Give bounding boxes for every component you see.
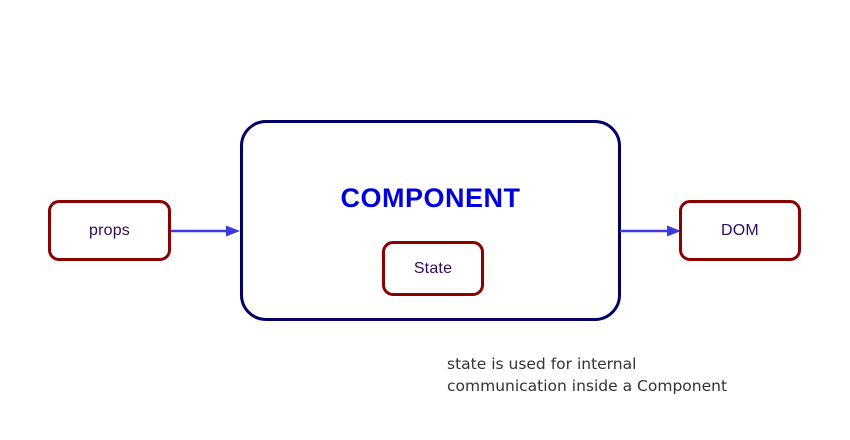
node-props[interactable]: props [48,200,171,261]
diagram-caption: state is used for internal communication… [447,355,728,395]
node-props-label: props [88,221,131,239]
node-state-label: State [413,259,453,277]
node-component[interactable]: COMPONENT State [240,120,621,321]
node-dom[interactable]: DOM [679,200,801,261]
arrow-component-to-dom [620,225,681,237]
node-dom-label: DOM [721,221,759,239]
node-component-title: COMPONENT [340,183,521,213]
node-state[interactable]: State [382,241,484,296]
arrow-props-to-component [171,225,240,237]
